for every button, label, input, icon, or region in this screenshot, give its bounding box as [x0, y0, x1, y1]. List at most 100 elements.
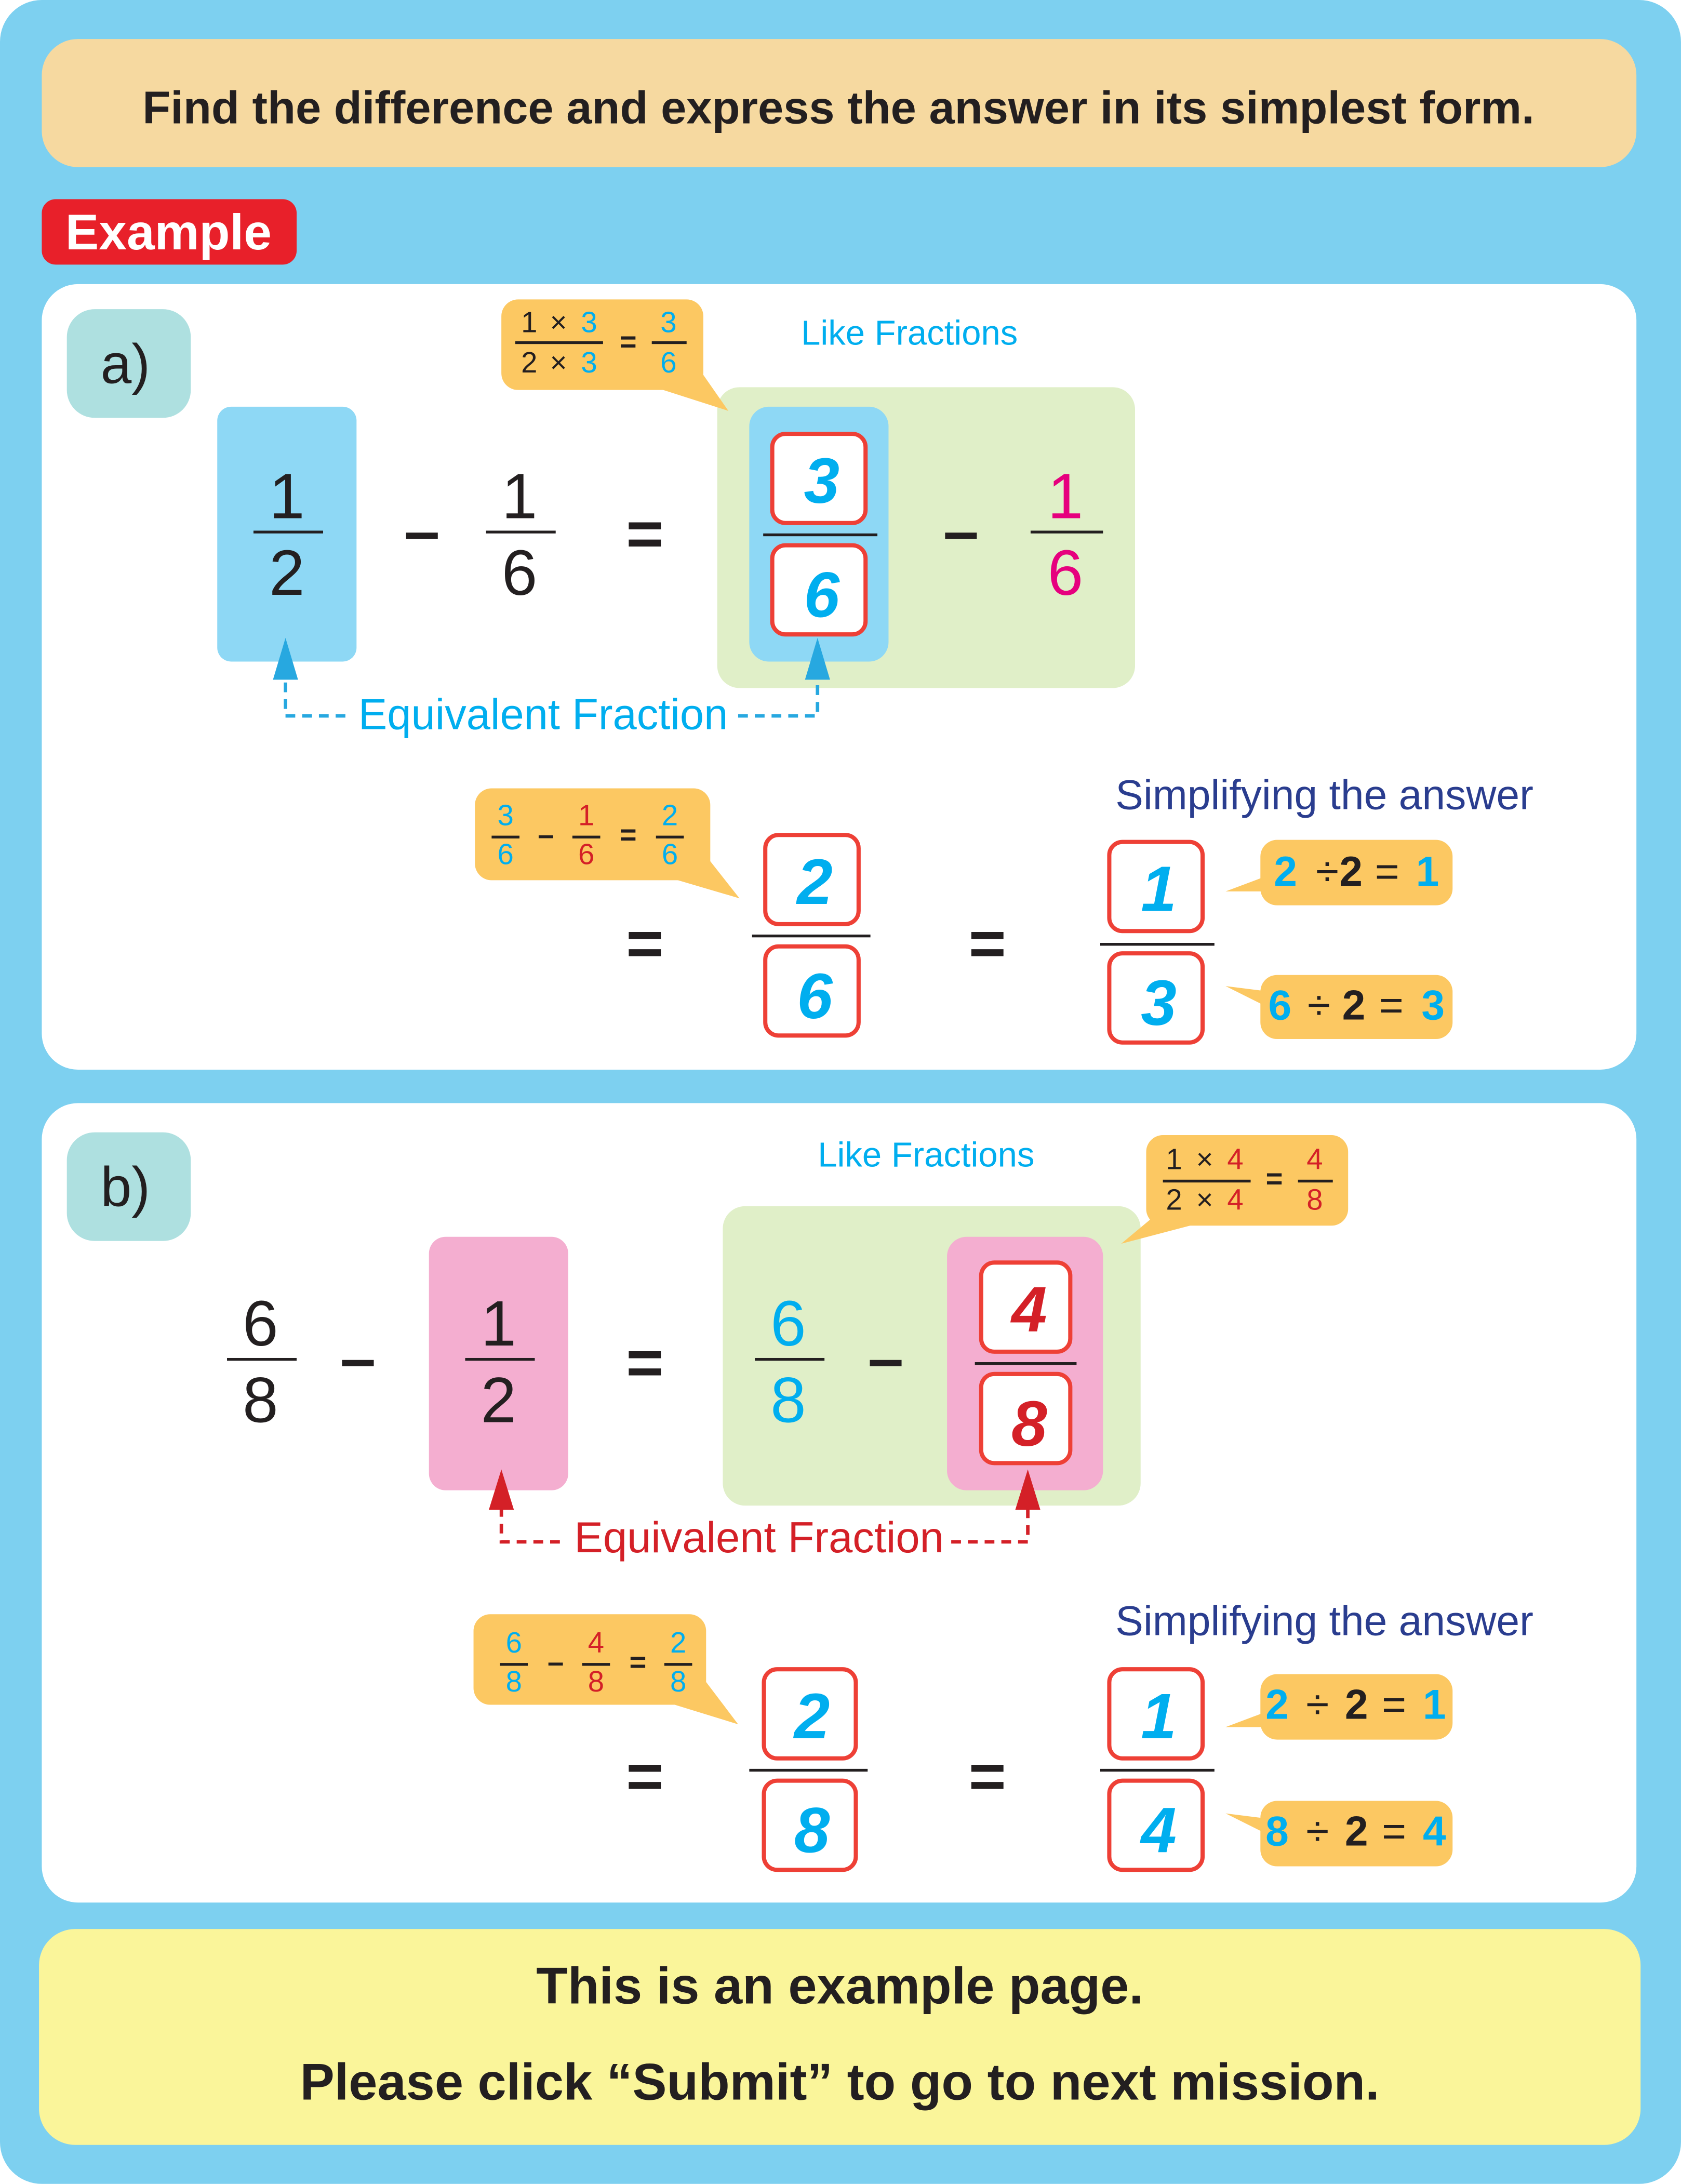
division-step: 2: [1265, 1682, 1289, 1729]
answer-box: 4: [979, 1260, 1073, 1354]
callout-text: 6: [660, 347, 677, 380]
division-step: 6: [1268, 983, 1292, 1030]
fraction-denominator: 6: [797, 960, 833, 1032]
division-step: 1: [1423, 1682, 1446, 1729]
equals-sign: =: [626, 497, 664, 570]
callout-text: 6: [578, 839, 595, 871]
equals-sign: =: [626, 1739, 664, 1812]
callout-text: =: [619, 819, 637, 852]
division-step: 2: [1339, 849, 1363, 896]
answer-box: 2: [763, 833, 861, 926]
callout-text: ×: [1196, 1184, 1213, 1217]
callout-text: 8: [1306, 1184, 1323, 1217]
highlight-box: [217, 406, 357, 662]
division-step: 8: [1265, 1809, 1289, 1856]
callout-text: 4: [1227, 1144, 1244, 1177]
callout-tail: [1225, 986, 1271, 1009]
instruction-text: Find the difference and express the answ…: [142, 81, 1535, 134]
callout-bubble: [1260, 1801, 1453, 1867]
answer-box: 6: [770, 543, 868, 637]
division-step: 2: [1274, 849, 1297, 896]
fraction-numerator: 6: [243, 1287, 278, 1360]
callout-tail: [1225, 1813, 1271, 1836]
callout-text: ×: [550, 347, 567, 380]
callout-tail: [665, 1678, 738, 1725]
part-label-text: b): [100, 1157, 150, 1219]
equals-sign: =: [626, 1326, 664, 1399]
callout-text: –: [538, 819, 554, 852]
example-badge: Example: [42, 199, 297, 265]
fraction-numerator: 1: [501, 459, 538, 532]
callout-text: =: [629, 1647, 647, 1679]
answer-box: 2: [762, 1667, 858, 1761]
fraction-denominator: 3: [1141, 966, 1177, 1040]
division-step: 4: [1423, 1809, 1446, 1856]
equals-sign: =: [968, 907, 1006, 979]
example-badge-label: Example: [65, 203, 272, 261]
division-step: =: [1382, 1682, 1407, 1729]
fraction-denominator: 8: [243, 1363, 278, 1436]
minus-sign: –: [943, 494, 979, 567]
division-step: ÷: [1307, 983, 1330, 1030]
callout-text: 6: [661, 839, 678, 871]
dashed-arrow-line: [738, 665, 820, 718]
fraction-numerator: 1: [1141, 1680, 1177, 1752]
callout-bubble: [1260, 1674, 1453, 1740]
division-step: ÷: [1315, 849, 1339, 896]
part-label-text: a): [100, 334, 150, 396]
callout-text: =: [619, 326, 637, 359]
fraction-denominator: 2: [269, 536, 305, 609]
callout-text: 2: [521, 347, 538, 380]
like-fractions-label: Like Fractions: [818, 1136, 1035, 1175]
answer-box: 8: [979, 1371, 1073, 1466]
highlight-box: [429, 1236, 568, 1490]
division-step: =: [1379, 983, 1404, 1030]
division-step: 1: [1416, 849, 1439, 896]
callout-text: 2: [661, 800, 678, 832]
dashed-arrow-line: [951, 1507, 1030, 1544]
callout-text: 6: [505, 1627, 522, 1660]
division-step: 2: [1344, 1809, 1368, 1856]
answer-box: 1: [1107, 840, 1205, 934]
callout-text: ×: [1196, 1144, 1213, 1177]
callout-text: 4: [1227, 1184, 1244, 1217]
fraction-denominator: 6: [501, 536, 538, 609]
arrowhead-icon: [273, 637, 830, 680]
division-step: =: [1375, 849, 1399, 896]
division-step: 2: [1342, 983, 1366, 1030]
division-step: =: [1382, 1809, 1407, 1856]
fraction-denominator: 6: [1047, 536, 1084, 609]
fraction-numerator: 4: [1011, 1273, 1047, 1346]
fraction-denominator: 6: [804, 558, 840, 631]
fraction-numerator: 6: [770, 1287, 806, 1360]
callout-bubble: [501, 299, 703, 390]
fraction-numerator: 2: [797, 845, 833, 918]
equivalent-fraction-label: Equivalent Fraction: [358, 690, 728, 739]
instruction-banner: Find the difference and express the answ…: [42, 39, 1637, 167]
equals-sign: =: [968, 1739, 1006, 1812]
fraction-numerator: 1: [269, 459, 305, 532]
fraction-denominator: 8: [794, 1794, 830, 1867]
callout-text: 1: [521, 307, 538, 339]
part-label-a: a): [66, 309, 191, 418]
simplifying-label: Simplifying the answer: [1115, 773, 1533, 819]
callout-text: 3: [581, 347, 597, 380]
callout-text: 3: [660, 307, 677, 339]
callout-text: 1: [1166, 1144, 1182, 1177]
callout-text: 2: [1166, 1184, 1182, 1217]
callout-bubble: [475, 788, 711, 881]
answer-box: 3: [770, 432, 868, 525]
callout-text: 8: [588, 1666, 605, 1699]
division-step: 2: [1344, 1682, 1368, 1729]
callout-bubble: [1260, 975, 1453, 1040]
answer-box: 8: [762, 1778, 858, 1872]
answer-box: 6: [763, 944, 861, 1038]
callout-text: 8: [505, 1666, 522, 1699]
equivalent-fraction-label: Equivalent Fraction: [574, 1513, 944, 1562]
like-fractions-label: Like Fractions: [801, 314, 1018, 353]
callout-text: 3: [497, 800, 514, 832]
answer-box: 4: [1107, 1778, 1205, 1872]
callout-tail: [655, 365, 729, 411]
